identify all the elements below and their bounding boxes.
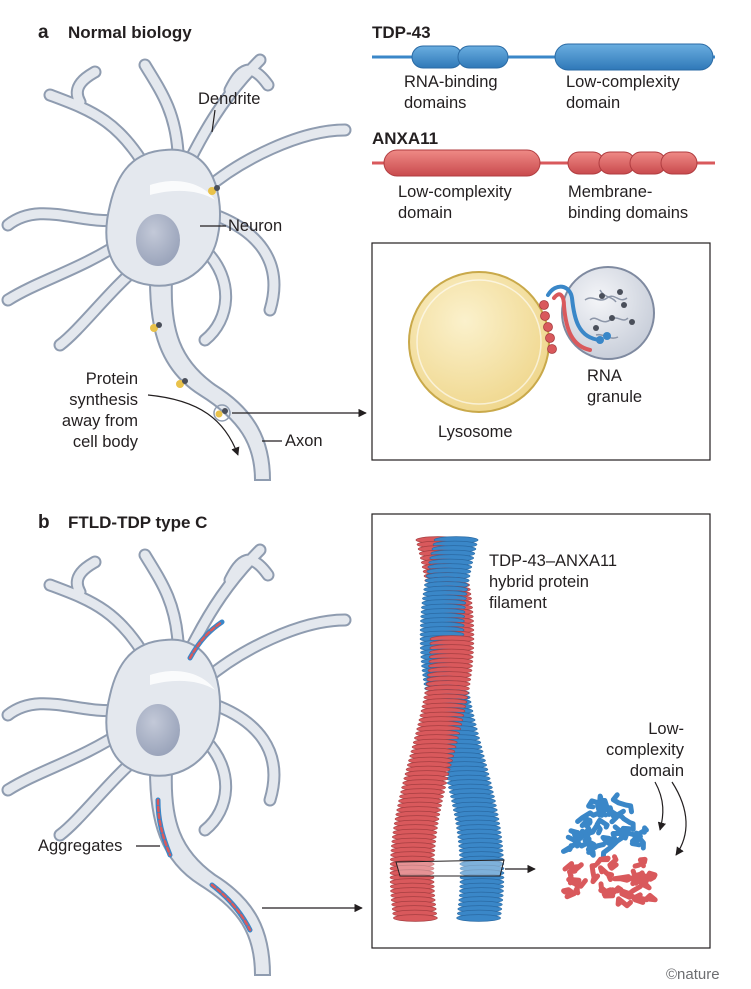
dendrite-label: Dendrite	[198, 90, 260, 108]
anxa11-domain1-label: Low-complexity domain	[398, 183, 512, 222]
low-complexity-label: Low- complexity domain	[606, 720, 685, 780]
svg-text:domain: domain	[630, 762, 684, 780]
axon-label: Axon	[285, 432, 323, 450]
neuron-label: Neuron	[228, 217, 282, 235]
tdp43-domain1-label: RNA-binding domains	[404, 73, 498, 112]
svg-text:domain: domain	[398, 204, 452, 222]
rna-granule-label: RNA granule	[587, 367, 642, 406]
lc-arrow-1	[654, 781, 667, 831]
svg-text:complexity: complexity	[606, 741, 685, 759]
neuron-a	[1, 53, 352, 481]
panel-b-letter: b	[38, 512, 50, 533]
panel-b-title: FTLD-TDP type C	[68, 513, 207, 532]
svg-text:away from: away from	[62, 412, 138, 430]
svg-text:binding domains: binding domains	[568, 204, 688, 222]
filament-label: TDP-43–ANXA11 hybrid protein filament	[489, 552, 617, 612]
tethering-proteins	[539, 284, 611, 354]
tdp43-protein-bar	[372, 43, 715, 71]
svg-text:TDP-43–ANXA11: TDP-43–ANXA11	[489, 552, 617, 570]
panel-a-letter: a	[38, 22, 49, 43]
svg-text:RNA-binding: RNA-binding	[404, 73, 498, 91]
svg-text:domain: domain	[566, 94, 620, 112]
svg-text:RNA: RNA	[587, 367, 622, 385]
svg-text:cell body: cell body	[73, 433, 139, 451]
lysosome	[408, 271, 550, 413]
synthesis-arrow	[147, 394, 240, 456]
anxa11-protein-bar	[372, 149, 715, 177]
dendrite-leader	[211, 109, 216, 133]
lc-arrow-2	[671, 781, 687, 856]
aggregates-label: Aggregates	[38, 837, 122, 855]
svg-text:Low-: Low-	[648, 720, 684, 738]
svg-text:Membrane-: Membrane-	[568, 183, 652, 201]
tdp43-title: TDP-43	[372, 23, 431, 42]
nature-credit: ©nature	[666, 966, 720, 983]
lysosome-label: Lysosome	[438, 423, 513, 441]
hybrid-filament	[389, 536, 505, 922]
panel-a-title: Normal biology	[68, 23, 192, 42]
svg-text:filament: filament	[489, 594, 547, 612]
svg-text:Low-complexity: Low-complexity	[566, 73, 680, 91]
svg-text:domains: domains	[404, 94, 466, 112]
anxa11-domain2-label: Membrane- binding domains	[568, 183, 688, 222]
aggregates	[155, 619, 253, 933]
svg-text:Protein: Protein	[86, 370, 138, 388]
tdp43-domain2-label: Low-complexity domain	[566, 73, 680, 112]
svg-text:hybrid protein: hybrid protein	[489, 573, 589, 591]
anxa11-title: ANXA11	[372, 129, 438, 148]
filament-cross-section	[561, 792, 658, 909]
neuron-b	[1, 543, 352, 976]
svg-text:granule: granule	[587, 388, 642, 406]
cross-section-plane	[395, 859, 505, 877]
protein-synthesis-label: Protein synthesis away from cell body	[62, 370, 139, 451]
svg-text:Low-complexity: Low-complexity	[398, 183, 512, 201]
svg-text:synthesis: synthesis	[69, 391, 138, 409]
